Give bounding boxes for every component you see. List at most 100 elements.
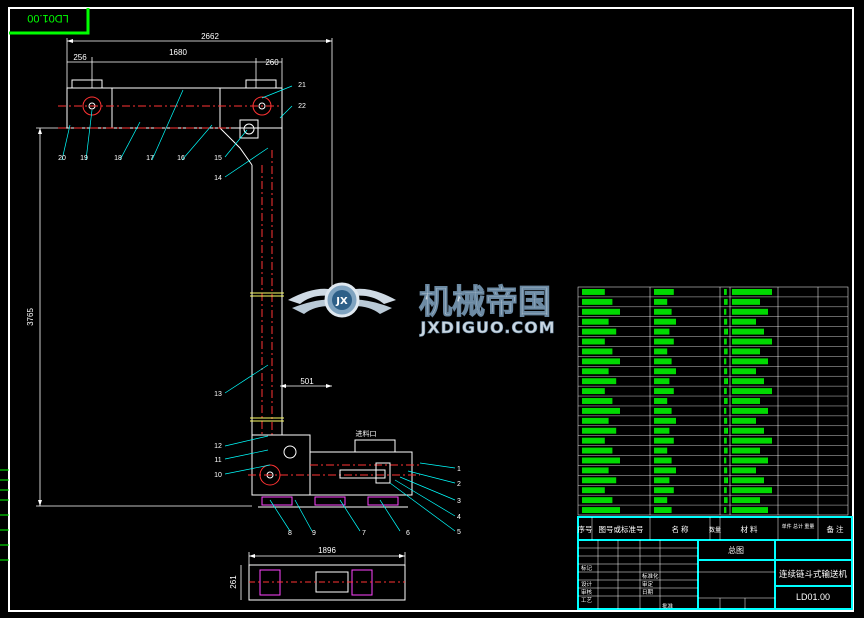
- balloon-6: 6: [406, 530, 410, 537]
- bom-cell-blur: [654, 477, 670, 484]
- drawing-code-tab[interactable]: LD01.00: [9, 8, 90, 35]
- drawing-title: 连续链斗式输送机: [779, 569, 848, 579]
- row-label-mark: 标记: [581, 564, 593, 572]
- sub-label-std: 标准化: [642, 572, 659, 580]
- balloon-13: 13: [214, 391, 222, 398]
- bom-illegible-text: [582, 289, 772, 513]
- bom-cell-blur: [732, 378, 764, 385]
- drawing-border: [8, 7, 854, 612]
- bom-cell-blur: [654, 427, 670, 434]
- drawing-number: LD01.00: [796, 592, 830, 602]
- title-block-row-labels: 标记 设计 审核 工艺 批准 标准化 审定 日期: [581, 564, 674, 610]
- dim-base-height: 261: [229, 575, 238, 589]
- dimension-arrows: [38, 39, 405, 558]
- balloon-15: 15: [214, 155, 222, 162]
- bom-cell-blur: [732, 338, 772, 345]
- bom-cell-blur: [654, 417, 676, 424]
- watermark-url: JXDIGUO.COM: [419, 318, 555, 337]
- row-label-review: 审核: [581, 588, 593, 596]
- dim-span-right: 260: [265, 58, 279, 67]
- bom-cell-blur: [732, 507, 768, 513]
- bom-cell-blur: [732, 318, 756, 325]
- bom-cell-blur: [582, 487, 605, 494]
- bom-cell-blur: [724, 308, 727, 315]
- bom-cell-blur: [724, 457, 727, 464]
- bom-cell-blur: [582, 298, 613, 305]
- balloon-14: 14: [214, 175, 222, 182]
- header-qty: 数量: [709, 526, 721, 534]
- bom-cell-blur: [732, 358, 768, 365]
- sub-label-date: 日期: [642, 589, 654, 596]
- bom-cell-blur: [582, 289, 605, 295]
- assembly-label: 总图: [728, 545, 744, 555]
- bom-cell-blur: [732, 308, 768, 315]
- bom-cell-blur: [724, 368, 728, 375]
- base-plan-view: [248, 564, 406, 601]
- watermark-logo: JX: [288, 282, 396, 318]
- inlet-label: 进料口: [356, 429, 377, 438]
- bom-cell-blur: [654, 298, 668, 305]
- bom-cell-blur: [582, 368, 609, 375]
- balloon-18: 18: [114, 155, 122, 162]
- balloon-22: 22: [298, 103, 306, 110]
- bom-cell-blur: [724, 358, 727, 365]
- bom-cell-blur: [582, 467, 609, 474]
- dim-span-left: 256: [73, 53, 87, 62]
- bom-cell-blur: [724, 497, 728, 504]
- balloon-8: 8: [288, 530, 292, 537]
- bom-cell-blur: [724, 437, 727, 444]
- bom-cell-blur: [654, 437, 674, 444]
- bom-cell-blur: [654, 407, 672, 414]
- balloon-labels: 1 2 3 4 5 6 7 8 9 10 11 12 13 14 15 16 1…: [58, 82, 461, 537]
- header-weight: 单件 总计 重量: [782, 523, 815, 530]
- header-remarks: 备 注: [826, 524, 844, 534]
- left-edge-marks: [0, 469, 9, 561]
- balloon-12: 12: [214, 443, 222, 450]
- bom-cell-blur: [732, 328, 764, 335]
- sub-label-auth: 审定: [642, 580, 654, 588]
- balloon-3: 3: [457, 498, 461, 505]
- bom-cell-blur: [582, 328, 617, 335]
- bom-cell-blur: [654, 497, 668, 504]
- bom-cell-blur: [732, 417, 756, 424]
- bom-cell-blur: [654, 447, 668, 454]
- bom-cell-blur: [724, 507, 727, 513]
- bom-cell-blur: [582, 398, 613, 404]
- bom-cell-blur: [582, 507, 620, 513]
- bom-cell-blur: [654, 467, 676, 474]
- balloon-16: 16: [177, 155, 185, 162]
- balloon-19: 19: [80, 155, 88, 162]
- dim-offset: 501: [300, 377, 314, 386]
- bom-cell-blur: [582, 427, 617, 434]
- bom-cell-blur: [732, 467, 756, 474]
- head-section: [58, 79, 283, 166]
- drawing-code-tab-text: LD01.00: [27, 12, 69, 24]
- bom-cell-blur: [582, 348, 613, 355]
- bom-cell-blur: [732, 348, 760, 355]
- bom-cell-blur: [582, 318, 609, 325]
- balloon-10: 10: [214, 472, 222, 479]
- bom-cell-blur: [654, 358, 672, 365]
- row-label-design: 设计: [581, 580, 593, 588]
- bom-cell-blur: [724, 427, 728, 434]
- bom-cell-blur: [732, 368, 756, 375]
- bom-cell-blur: [654, 398, 668, 404]
- bom-cell-blur: [582, 388, 605, 395]
- bom-cell-blur: [582, 358, 620, 365]
- bom-cell-blur: [582, 477, 617, 484]
- vertical-leg: [250, 150, 284, 435]
- leader-lines: [61, 85, 456, 532]
- dim-span-mid: 1680: [169, 48, 187, 57]
- bom-table: [577, 286, 849, 516]
- bom-cell-blur: [654, 328, 670, 335]
- bom-cell-blur: [732, 298, 760, 305]
- bom-cell-blur: [582, 378, 617, 385]
- bom-cell-blur: [732, 497, 760, 504]
- title-block: [577, 516, 853, 610]
- bom-cell-blur: [724, 477, 728, 484]
- bom-cell-blur: [724, 289, 727, 295]
- bom-cell-blur: [654, 507, 672, 513]
- title-block-headers: 序号 图号或标准号 名 称 数量 材 料 单件 总计 重量 备 注: [578, 523, 845, 534]
- balloon-11: 11: [214, 457, 221, 464]
